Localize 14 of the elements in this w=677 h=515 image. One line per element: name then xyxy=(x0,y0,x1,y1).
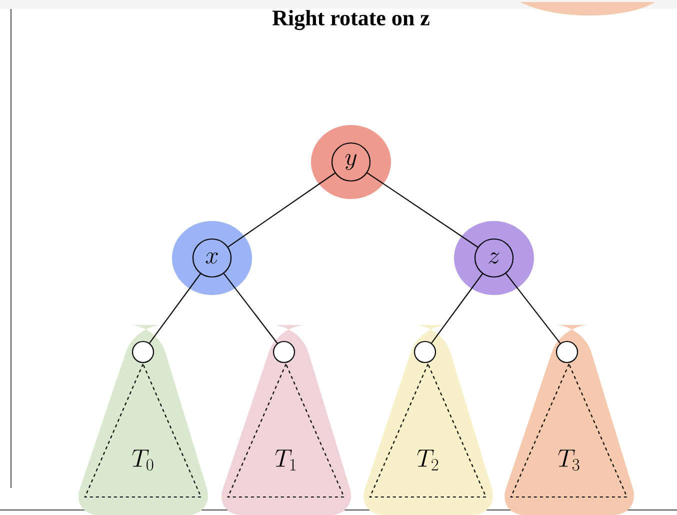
edge-line xyxy=(149,273,201,344)
edge-line xyxy=(431,273,483,344)
leaf-node xyxy=(414,340,436,364)
tree-node: $z$ xyxy=(474,238,514,278)
title: Right rotate on z xyxy=(272,10,430,30)
edge-line xyxy=(228,172,336,248)
edge-line xyxy=(366,172,478,248)
tree-node: $x$ xyxy=(192,238,232,278)
edge-line xyxy=(223,273,278,344)
leaf-node xyxy=(556,340,578,364)
edge-line xyxy=(506,273,561,344)
leaf-node xyxy=(132,340,154,364)
tree-node: $y$ xyxy=(331,142,371,182)
leaf-node xyxy=(272,340,296,364)
